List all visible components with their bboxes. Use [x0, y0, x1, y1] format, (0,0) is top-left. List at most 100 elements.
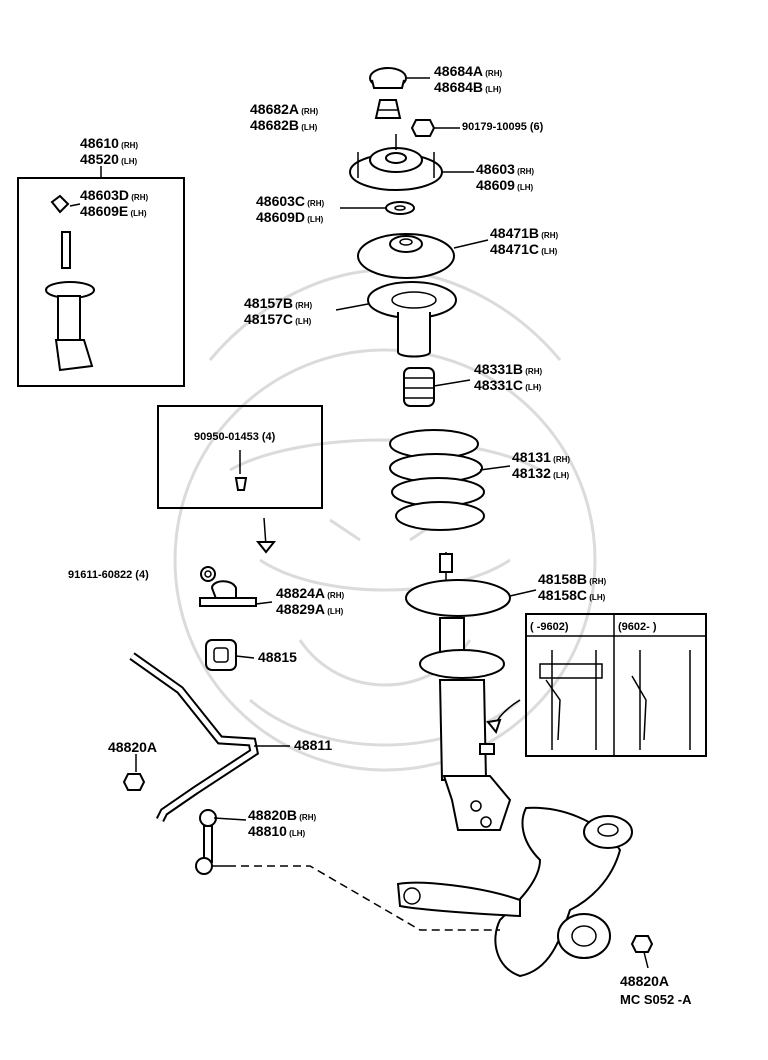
- part-number: 48157C: [244, 311, 293, 327]
- upper-support-48603: [349, 134, 443, 191]
- side-marker: (RH): [515, 167, 534, 176]
- inset-left-range-label: ( -9602): [530, 621, 569, 633]
- part-label-p48682-line1: 48682B (LH): [250, 117, 318, 133]
- part-label-p48158-line1: 48158C (LH): [538, 587, 606, 603]
- part-number: 48820A: [620, 973, 669, 989]
- part-label-p48158-line0: 48158B (RH): [538, 571, 606, 587]
- side-marker: (RH): [523, 367, 542, 376]
- link-dashed-line: [228, 865, 500, 931]
- bracket-48824: [199, 580, 257, 607]
- part-label-p48157-line1: 48157C (LH): [244, 311, 312, 327]
- shock-absorber: [405, 552, 512, 831]
- part-label-p48603D-line0: 48603D (RH): [80, 187, 148, 203]
- part-label-p48811-line0: 48811: [294, 737, 332, 753]
- part-label-p48684-line1: 48684B (LH): [434, 79, 502, 95]
- side-marker: (RH): [539, 231, 558, 240]
- coil-spring-48131: [389, 429, 485, 531]
- part-number: 48829A: [276, 601, 325, 617]
- part-label-p48603C-line0: 48603C (RH): [256, 193, 324, 209]
- side-marker: (LH): [325, 607, 344, 616]
- part-label-p48820B-line1: 48810 (LH): [248, 823, 305, 839]
- side-marker: (LH): [551, 471, 570, 480]
- side-marker: (LH): [119, 157, 138, 166]
- side-marker: (RH): [587, 577, 606, 586]
- leader-lines: [69, 77, 649, 969]
- nut-48820A-right: [630, 935, 654, 953]
- stabilizer-bar-48811: [129, 652, 260, 823]
- part-label-p48331-line0: 48331B (RH): [474, 361, 542, 377]
- part-label-p48157-line0: 48157B (RH): [244, 295, 312, 311]
- hardware-box: [157, 405, 323, 509]
- part-number: 48471B: [490, 225, 539, 241]
- part-number: 48682A: [250, 101, 299, 117]
- part-number: 48471C: [490, 241, 539, 257]
- part-label-p48610-line1: 48520 (LH): [80, 151, 137, 167]
- part-number: 48810: [248, 823, 287, 839]
- bumper-48331: [403, 367, 435, 407]
- side-marker: (RH): [305, 199, 324, 208]
- part-number: 90950-01453 (4): [194, 431, 276, 443]
- part-label-p91611-line0: 91611-60822 (4): [68, 569, 149, 581]
- part-number: 48609E: [80, 203, 128, 219]
- side-marker: (RH): [119, 141, 138, 150]
- part-label-p90179-line0: 90179-10095 (6): [462, 121, 544, 133]
- part-label-p48603D-line1: 48609E (LH): [80, 203, 147, 219]
- part-number: 48158B: [538, 571, 587, 587]
- part-number: 48132: [512, 465, 551, 481]
- strut-assembly-box: [17, 166, 185, 387]
- side-marker: (LH): [523, 383, 542, 392]
- side-marker: (LH): [287, 829, 306, 838]
- part-labels: 48684A (RH)48684B (LH)48682A (RH)48682B …: [68, 63, 669, 989]
- part-number: 48684B: [434, 79, 483, 95]
- part-number: 48331B: [474, 361, 523, 377]
- detail-arrow-icon: [486, 699, 521, 735]
- reference-code: MC S052 -A: [620, 992, 692, 1007]
- side-marker: (LH): [539, 247, 558, 256]
- part-number: 48682B: [250, 117, 299, 133]
- side-marker: (RH): [129, 193, 148, 202]
- part-label-p48610-line0: 48610 (RH): [80, 135, 138, 151]
- part-number: 48815: [258, 649, 297, 665]
- link-48820B: [195, 809, 228, 875]
- side-marker: (RH): [293, 301, 312, 310]
- part-number: 48610: [80, 135, 119, 151]
- part-number: 48824A: [276, 585, 325, 601]
- bushing-48815: [205, 639, 237, 671]
- side-marker: (LH): [305, 215, 324, 224]
- side-marker: (RH): [483, 69, 502, 78]
- part-number: 48811: [294, 737, 332, 753]
- part-number: 48157B: [244, 295, 293, 311]
- part-number: 48684A: [434, 63, 483, 79]
- part-label-p48131-line0: 48131 (RH): [512, 449, 570, 465]
- part-label-p48131-line1: 48132 (LH): [512, 465, 569, 481]
- part-label-p48824-line0: 48824A (RH): [276, 585, 344, 601]
- spring-seat-upper-48471: [357, 233, 455, 279]
- part-label-p48682-line0: 48682A (RH): [250, 101, 318, 117]
- part-number: 48820A: [108, 739, 157, 755]
- part-label-p48471-line1: 48471C (LH): [490, 241, 558, 257]
- part-label-p48603-line0: 48603 (RH): [476, 161, 534, 177]
- part-label-p48603-line1: 48609 (LH): [476, 177, 533, 193]
- nut-90179: [410, 119, 436, 137]
- variant-detail-box: [525, 613, 707, 757]
- side-marker: (RH): [325, 591, 344, 600]
- down-arrow-icon: [255, 517, 277, 554]
- watermark-emblem: [173, 268, 597, 772]
- steering-knuckle: [396, 806, 633, 978]
- part-number: 48331C: [474, 377, 523, 393]
- part-number: 90179-10095 (6): [462, 121, 544, 133]
- dust-boot-48157: [367, 281, 457, 358]
- part-number: 48131: [512, 449, 551, 465]
- nut-48820A-left: [122, 773, 146, 791]
- part-label-p48684-line0: 48684A (RH): [434, 63, 502, 79]
- part-number: 48520: [80, 151, 119, 167]
- part-number: 48609: [476, 177, 515, 193]
- part-label-p48603C-line1: 48609D (LH): [256, 209, 324, 225]
- upper-dust-cap: [369, 67, 407, 89]
- side-marker: (LH): [293, 317, 312, 326]
- part-label-p48815-line0: 48815: [258, 649, 297, 665]
- washer-48603C: [385, 201, 415, 215]
- part-label-p48820A-left-line0: 48820A: [108, 739, 157, 755]
